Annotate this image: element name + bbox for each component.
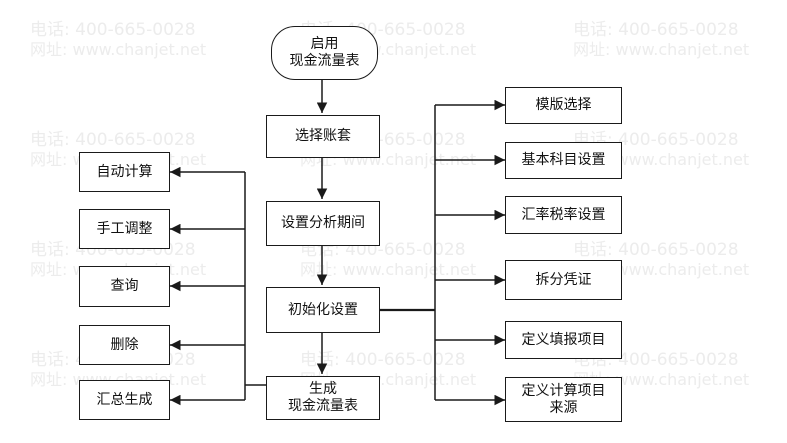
choose-account-label: 选择账套: [295, 128, 351, 144]
right-option-label: 汇率税率设置: [521, 206, 606, 223]
generate-step: 生成 现金流量表: [266, 376, 380, 420]
left-option-summary-generate: 汇总生成: [79, 380, 170, 420]
init-settings-label: 初始化设置: [288, 301, 358, 318]
right-option-define-calc-source: 定义计算项目 来源: [505, 377, 622, 422]
left-option-label: 查询: [110, 278, 139, 294]
left-option-label: 汇总生成: [96, 391, 153, 408]
right-option-label: 定义计算项目: [521, 382, 606, 399]
left-option-delete: 删除: [79, 325, 170, 365]
right-option-label-2: 来源: [549, 399, 578, 416]
left-option-label: 删除: [110, 336, 139, 353]
left-option-label: 自动计算: [96, 163, 153, 180]
right-option-label: 模版选择: [535, 97, 592, 113]
left-option-query: 查询: [79, 266, 170, 307]
right-option-split-voucher: 拆分凭证: [505, 260, 622, 300]
right-option-define-fill-items: 定义填报项目: [505, 321, 622, 359]
left-option-label: 手工调整: [96, 220, 153, 237]
right-option-basic-account: 基本科目设置: [505, 142, 622, 179]
start-label-2: 现金流量表: [289, 53, 360, 69]
set-period-step: 设置分析期间: [266, 201, 380, 246]
right-option-label: 基本科目设置: [521, 152, 606, 168]
right-option-template-select: 模版选择: [505, 87, 622, 124]
left-option-manual-adjust: 手工调整: [79, 209, 170, 249]
start-node: 启用 现金流量表: [271, 26, 378, 80]
right-option-label: 拆分凭证: [535, 271, 592, 288]
choose-account-step: 选择账套: [266, 115, 380, 158]
generate-label-1: 生成: [309, 381, 337, 397]
generate-label-2: 现金流量表: [288, 398, 358, 414]
init-settings-step: 初始化设置: [266, 287, 380, 333]
left-option-auto-calc: 自动计算: [79, 152, 170, 192]
start-label-1: 启用: [310, 36, 339, 52]
set-period-label: 设置分析期间: [281, 215, 365, 231]
right-option-rate-settings: 汇率税率设置: [505, 196, 622, 234]
right-option-label: 定义填报项目: [521, 331, 606, 348]
